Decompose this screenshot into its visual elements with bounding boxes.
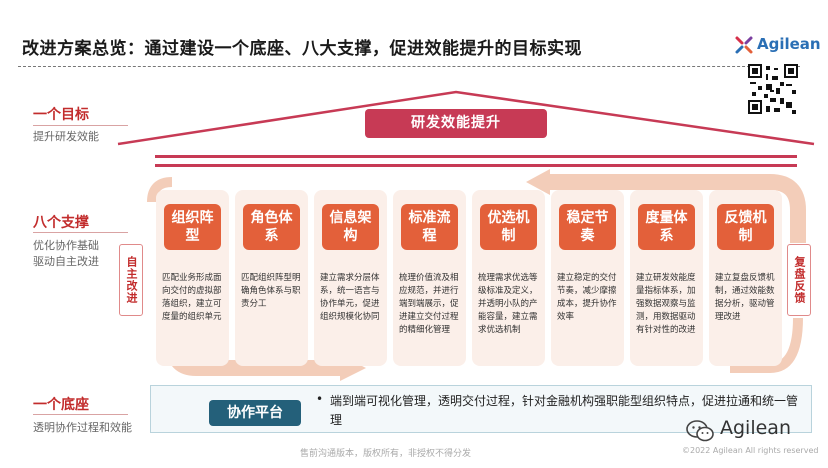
bullet-icon: • <box>316 392 324 406</box>
pillar-prioritization-mechanism: 优选机制 梳理需求优选等级标准及定义，并透明小队的产能容量，建立需求优选机制 <box>472 190 545 366</box>
supports-level-subtitle-1: 优化协作基础 <box>33 239 99 252</box>
copyright-text: ©2022 Agilean All rights reserved <box>682 446 819 455</box>
pillar-metrics-system: 度量体系 建立研发效能度量指标体系，加强数据观察与监测，用数据驱动有针对性的改进 <box>630 190 703 366</box>
pillar-title: 信息架构 <box>322 204 379 250</box>
goal-stripe-2 <box>155 164 797 167</box>
pillar-description: 建立稳定的交付节奏，减少摩擦成本，提升协作效率 <box>557 273 617 322</box>
foundation-level-subtitle: 透明协作过程和效能 <box>33 421 132 434</box>
pillar-title: 度量体系 <box>638 204 695 250</box>
agilean-logo: Agilean <box>733 30 823 58</box>
wechat-account-badge: Agilean <box>686 415 826 445</box>
collaboration-platform-label: 协作平台 <box>209 400 301 426</box>
review-feedback-label: 复盘反馈 <box>787 244 811 316</box>
pillar-description: 匹配业务形成面向交付的虚拟部落组织，建立可度量的组织单元 <box>162 273 222 322</box>
qr-code-icon <box>748 64 798 114</box>
logo-text: Agilean <box>757 35 821 53</box>
pillar-description: 建立复盘反馈机制，通过效能数据分析，驱动管理改进 <box>715 273 775 322</box>
goal-stripe-1 <box>155 155 797 158</box>
distribution-notice: 售前沟通版本，版权所有，非授权不得分发 <box>300 449 472 459</box>
title-divider <box>18 66 800 67</box>
pillar-description: 梳理需求优选等级标准及定义，并透明小队的产能容量，建立需求优选机制 <box>478 273 538 335</box>
foundation-level-title: 一个底座 <box>33 397 89 413</box>
pillar-description: 建立研发效能度量指标体系，加强数据观察与监测，用数据驱动有针对性的改进 <box>636 273 696 335</box>
pillar-description: 建立需求分层体系，统一语言与协作单元，促进组织规模化协同 <box>320 273 380 322</box>
pillar-title: 稳定节奏 <box>559 204 616 250</box>
pillar-title: 角色体系 <box>243 204 300 250</box>
self-improvement-label: 自主改进 <box>119 244 143 316</box>
pillar-description: 匹配组织阵型明确角色体系与职责分工 <box>241 273 301 309</box>
foundation-level-underline <box>33 414 128 415</box>
pillar-stable-cadence: 稳定节奏 建立稳定的交付节奏，减少摩擦成本，提升协作效率 <box>551 190 624 366</box>
pillar-title: 反馈机制 <box>717 204 774 250</box>
collaboration-platform-description: 端到端可视化管理，透明交付过程，针对金融机构强职能型组织特点，促进拉通和统一管理 <box>330 394 799 427</box>
supports-level-subtitle-2: 驱动自主改进 <box>33 255 99 268</box>
goal-level-subtitle: 提升研发效能 <box>33 130 99 143</box>
pillar-standard-process: 标准流程 梳理价值流及相应规范，并进行端到端展示，促进建立交付过程的精细化管理 <box>393 190 466 366</box>
pillar-information-architecture: 信息架构 建立需求分层体系，统一语言与协作单元，促进组织规模化协同 <box>314 190 387 366</box>
pillar-role-system: 角色体系 匹配组织阵型明确角色体系与职责分工 <box>235 190 308 366</box>
pillar-description: 梳理价值流及相应规范，并进行端到端展示，促进建立交付过程的精细化管理 <box>399 273 459 335</box>
wechat-icon <box>686 420 714 442</box>
wechat-account-name: Agilean <box>720 417 791 439</box>
pillar-organization-formation: 组织阵型 匹配业务形成面向交付的虚拟部落组织，建立可度量的组织单元 <box>156 190 229 366</box>
goal-level-title: 一个目标 <box>33 107 89 123</box>
goal-roof <box>117 90 815 146</box>
pillar-title: 优选机制 <box>480 204 537 250</box>
agilean-logo-icon <box>735 36 753 54</box>
goal-level-underline <box>33 125 128 126</box>
supports-level-underline <box>33 232 128 233</box>
pillar-title: 组织阵型 <box>164 204 221 250</box>
pillar-feedback-mechanism: 反馈机制 建立复盘反馈机制，通过效能数据分析，驱动管理改进 <box>709 190 782 366</box>
supports-level-title: 八个支撑 <box>33 215 89 231</box>
pillar-title: 标准流程 <box>401 204 458 250</box>
goal-box: 研发效能提升 <box>365 109 547 138</box>
page-title: 改进方案总览：通过建设一个底座、八大支撑，促进效能提升的目标实现 <box>22 39 582 59</box>
